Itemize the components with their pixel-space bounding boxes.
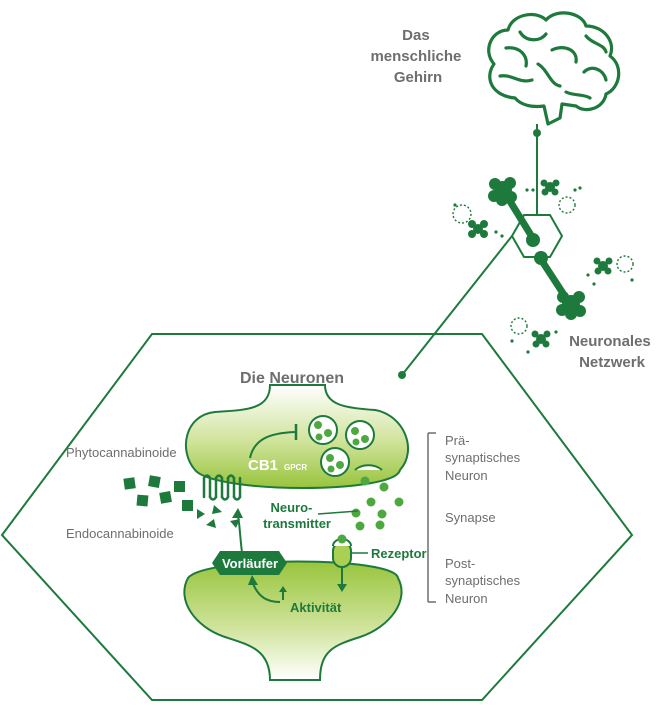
network-link-line bbox=[401, 235, 513, 376]
released-vesicle bbox=[360, 476, 370, 486]
cb1-receptor-icon bbox=[202, 474, 242, 501]
inhibition-line bbox=[249, 431, 296, 459]
neurotransmitter-molecules bbox=[351, 482, 404, 531]
neural-network-icon bbox=[452, 177, 634, 354]
phyto-label: Phytocannabinoide bbox=[66, 445, 177, 460]
neurotransmitter-pointer bbox=[317, 510, 359, 515]
network-label: Neuronales Netzwerk bbox=[569, 333, 655, 371]
aktivitaet-label: Aktivität bbox=[290, 600, 342, 615]
brain-label: Das menschliche Gehirn bbox=[370, 27, 465, 86]
postsynaptic-label: Post- synaptisches Neuron bbox=[445, 556, 524, 606]
cb1-label: CB1 bbox=[248, 457, 278, 474]
neuron-hexagon bbox=[0, 333, 634, 701]
phytocannabinoid-molecules bbox=[123, 475, 193, 511]
rezeptor-icon bbox=[332, 534, 352, 592]
endocannabinoid-molecules bbox=[197, 505, 240, 528]
postsynaptic-terminal bbox=[183, 560, 403, 681]
synaptic-vesicles bbox=[308, 415, 375, 477]
rezeptor-label: Rezeptor bbox=[371, 546, 427, 561]
presynaptic-label: Prä- synaptisches Neuron bbox=[445, 433, 524, 483]
gpcr-label: GPCR bbox=[284, 463, 307, 472]
vorlaeufer-badge bbox=[212, 551, 287, 575]
neurotransmitter-label: Neuro- transmitter bbox=[263, 500, 331, 531]
synapse-label: Synapse bbox=[445, 510, 496, 525]
neurons-title: Die Neuronen bbox=[240, 370, 344, 387]
brain-icon bbox=[487, 11, 621, 126]
neuron-connector-dot bbox=[398, 371, 406, 379]
vorlaeufer-label: Vorläufer bbox=[222, 556, 278, 571]
endo-label: Endocannabinoide bbox=[66, 526, 174, 541]
